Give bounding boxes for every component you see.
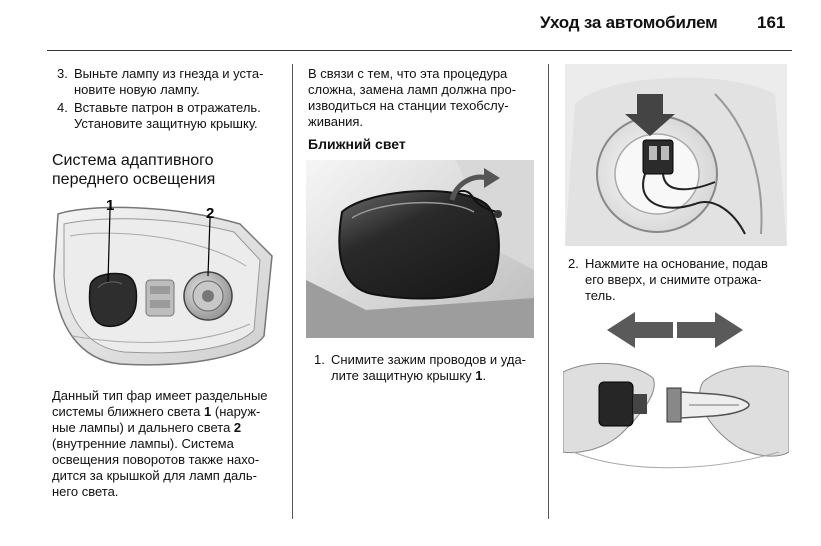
arrow-right-icon: [677, 312, 743, 348]
step-1: 1.Снимите зажим проводов и уда- лите защ…: [314, 352, 526, 383]
adaptive-lighting-paragraph: Данный тип фар имеет раздельные системы …: [52, 388, 268, 499]
section-heading-adaptive-lighting: Система адаптивного переднего освещения: [52, 152, 216, 188]
bulb-removal-illustration: [563, 302, 789, 486]
page-number: 161: [757, 13, 786, 32]
bulb-socket-illustration: [565, 64, 787, 246]
headlamp-illustration: 1 2: [53, 197, 273, 366]
header-rule: [47, 50, 792, 51]
step-4: 4.Вставьте патрон в отражатель. Установи…: [57, 100, 261, 131]
figure-label-2: 2: [206, 205, 214, 222]
low-beam-cover-illustration: [306, 160, 534, 338]
column-divider-2: [548, 64, 549, 519]
service-note-paragraph: В связи с тем, что эта процедура сложна,…: [308, 66, 517, 129]
step-2: 2.Нажмите на основание, подав его вверх,…: [568, 256, 768, 303]
section-heading-low-beam: Ближний свет: [308, 136, 406, 152]
column-divider-1: [292, 64, 293, 519]
step-3: 3.Выньте лампу из гнезда и уста- новите …: [57, 66, 264, 97]
section-title: Уход за автомобилем: [540, 13, 718, 32]
figure-label-1: 1: [106, 197, 114, 214]
arrow-left-icon: [607, 312, 673, 348]
